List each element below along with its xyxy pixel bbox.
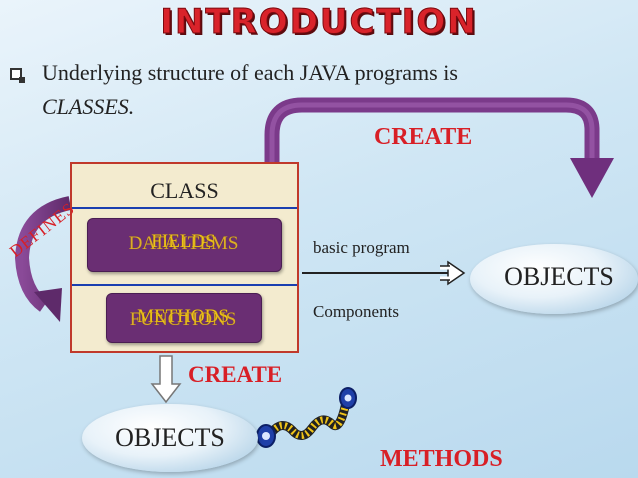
slide-title: INTRODUCTION: [160, 2, 478, 43]
methods-label: METHODS: [380, 446, 503, 472]
data-items-box: [87, 218, 282, 272]
defines-arrow: [14, 196, 72, 322]
bullet-text-line1: Underlying structure of each JAVA progra…: [42, 60, 458, 85]
bullet-text-line2: CLASSES.: [42, 94, 135, 119]
create-top-label: CREATE: [374, 124, 473, 150]
create-top-arrow: [264, 97, 614, 200]
objects-bottom-label: OBJECTS: [115, 423, 225, 452]
data-items-label: DATA ITEMS: [128, 233, 239, 254]
class-divider-top: [72, 207, 297, 209]
class-divider-bottom: [72, 284, 297, 286]
objects-right-label: OBJECTS: [504, 262, 614, 291]
fields-label: FIELDS: [151, 231, 216, 252]
basic-program-label: basic program: [313, 238, 410, 257]
functions-label: FUNCTIONS: [129, 309, 237, 330]
objects-right-ellipse: [470, 244, 638, 314]
methods-label-inner: METHODS: [137, 306, 229, 327]
spring-squiggle: [256, 387, 357, 448]
create-bottom-label: CREATE: [188, 362, 283, 387]
bullet-icon: [10, 68, 25, 83]
create-bottom-arrow: [150, 355, 182, 404]
components-label: Components: [313, 302, 399, 321]
objects-bottom-ellipse: [82, 404, 258, 472]
class-label: CLASS: [150, 178, 219, 203]
basic-program-arrow: [302, 260, 466, 286]
functions-box: [106, 293, 262, 343]
